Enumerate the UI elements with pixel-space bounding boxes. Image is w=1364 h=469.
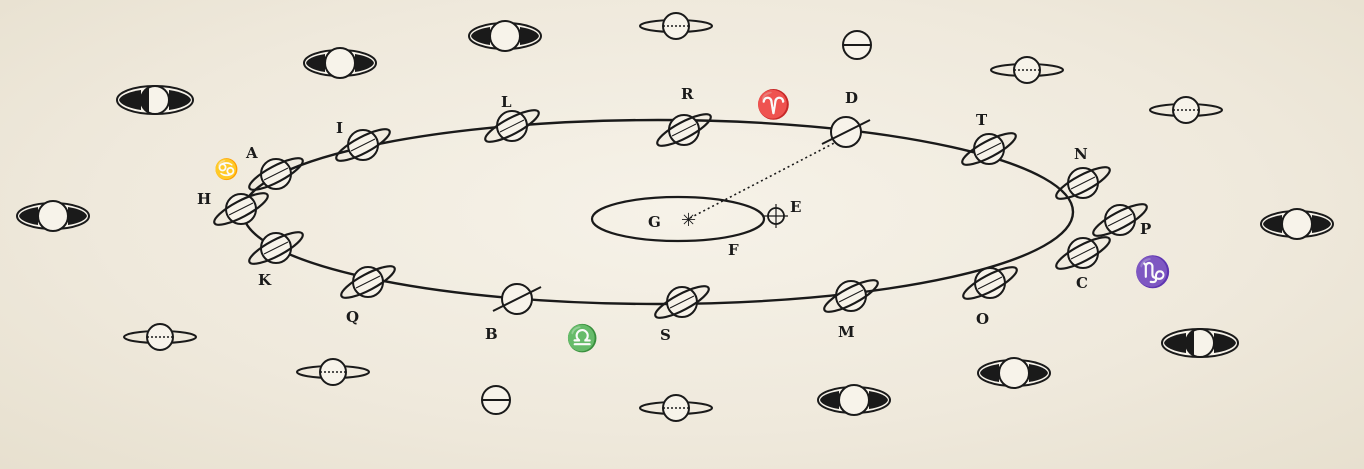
label-M: M xyxy=(838,323,855,341)
earth-orbit xyxy=(592,197,764,241)
label-Q: Q xyxy=(346,308,359,326)
outer-saturn-6 xyxy=(843,31,871,59)
cancer-icon: ♋ xyxy=(214,157,239,181)
label-B: B xyxy=(485,325,498,343)
label-R: R xyxy=(681,85,694,103)
saturn-L xyxy=(482,105,542,147)
label-C: C xyxy=(1076,274,1088,292)
outer-saturn-3 xyxy=(304,48,376,78)
outer-saturn-10 xyxy=(1162,329,1238,357)
aries-icon: ♈ xyxy=(756,88,791,121)
label-T: T xyxy=(976,111,988,129)
outer-saturn-15 xyxy=(297,359,369,385)
label-I: I xyxy=(336,119,343,137)
saturn-R xyxy=(654,109,714,151)
outer-saturn-9 xyxy=(1261,209,1333,239)
outer-saturn-4 xyxy=(469,21,541,51)
label-S: S xyxy=(660,326,671,344)
capricorn-icon: ♑ xyxy=(1134,254,1171,290)
outer-saturn-14 xyxy=(482,386,510,414)
label-P: P xyxy=(1140,220,1151,238)
outer-saturn-16 xyxy=(124,324,196,350)
libra-icon: ♎ xyxy=(566,323,598,354)
saturn-H xyxy=(211,188,271,230)
outer-saturn-2 xyxy=(117,86,193,114)
label-K: K xyxy=(258,271,272,289)
outer-saturn-13 xyxy=(640,395,712,421)
sun-star-icon: ✳ xyxy=(681,210,696,231)
saturn-N xyxy=(1053,162,1113,204)
outer-saturn-11 xyxy=(978,358,1050,388)
label-A: A xyxy=(245,144,258,162)
outer-saturn-7 xyxy=(991,57,1063,83)
label-N: N xyxy=(1074,145,1088,163)
outer-saturn-8 xyxy=(1150,97,1222,123)
line-of-sight xyxy=(690,140,840,218)
label-G: G xyxy=(648,213,661,231)
label-O: O xyxy=(976,310,989,328)
saturn-S xyxy=(652,281,712,323)
outer-saturn-5 xyxy=(640,13,712,39)
label-E: E xyxy=(790,198,801,216)
saturn-C xyxy=(1053,232,1113,274)
outer-saturn-1 xyxy=(17,201,89,231)
outer-saturn-12 xyxy=(818,385,890,415)
label-D: D xyxy=(845,89,858,107)
saturn-O xyxy=(960,262,1020,304)
label-H: H xyxy=(197,190,211,208)
label-L: L xyxy=(501,93,512,111)
label-F: F xyxy=(728,241,739,259)
